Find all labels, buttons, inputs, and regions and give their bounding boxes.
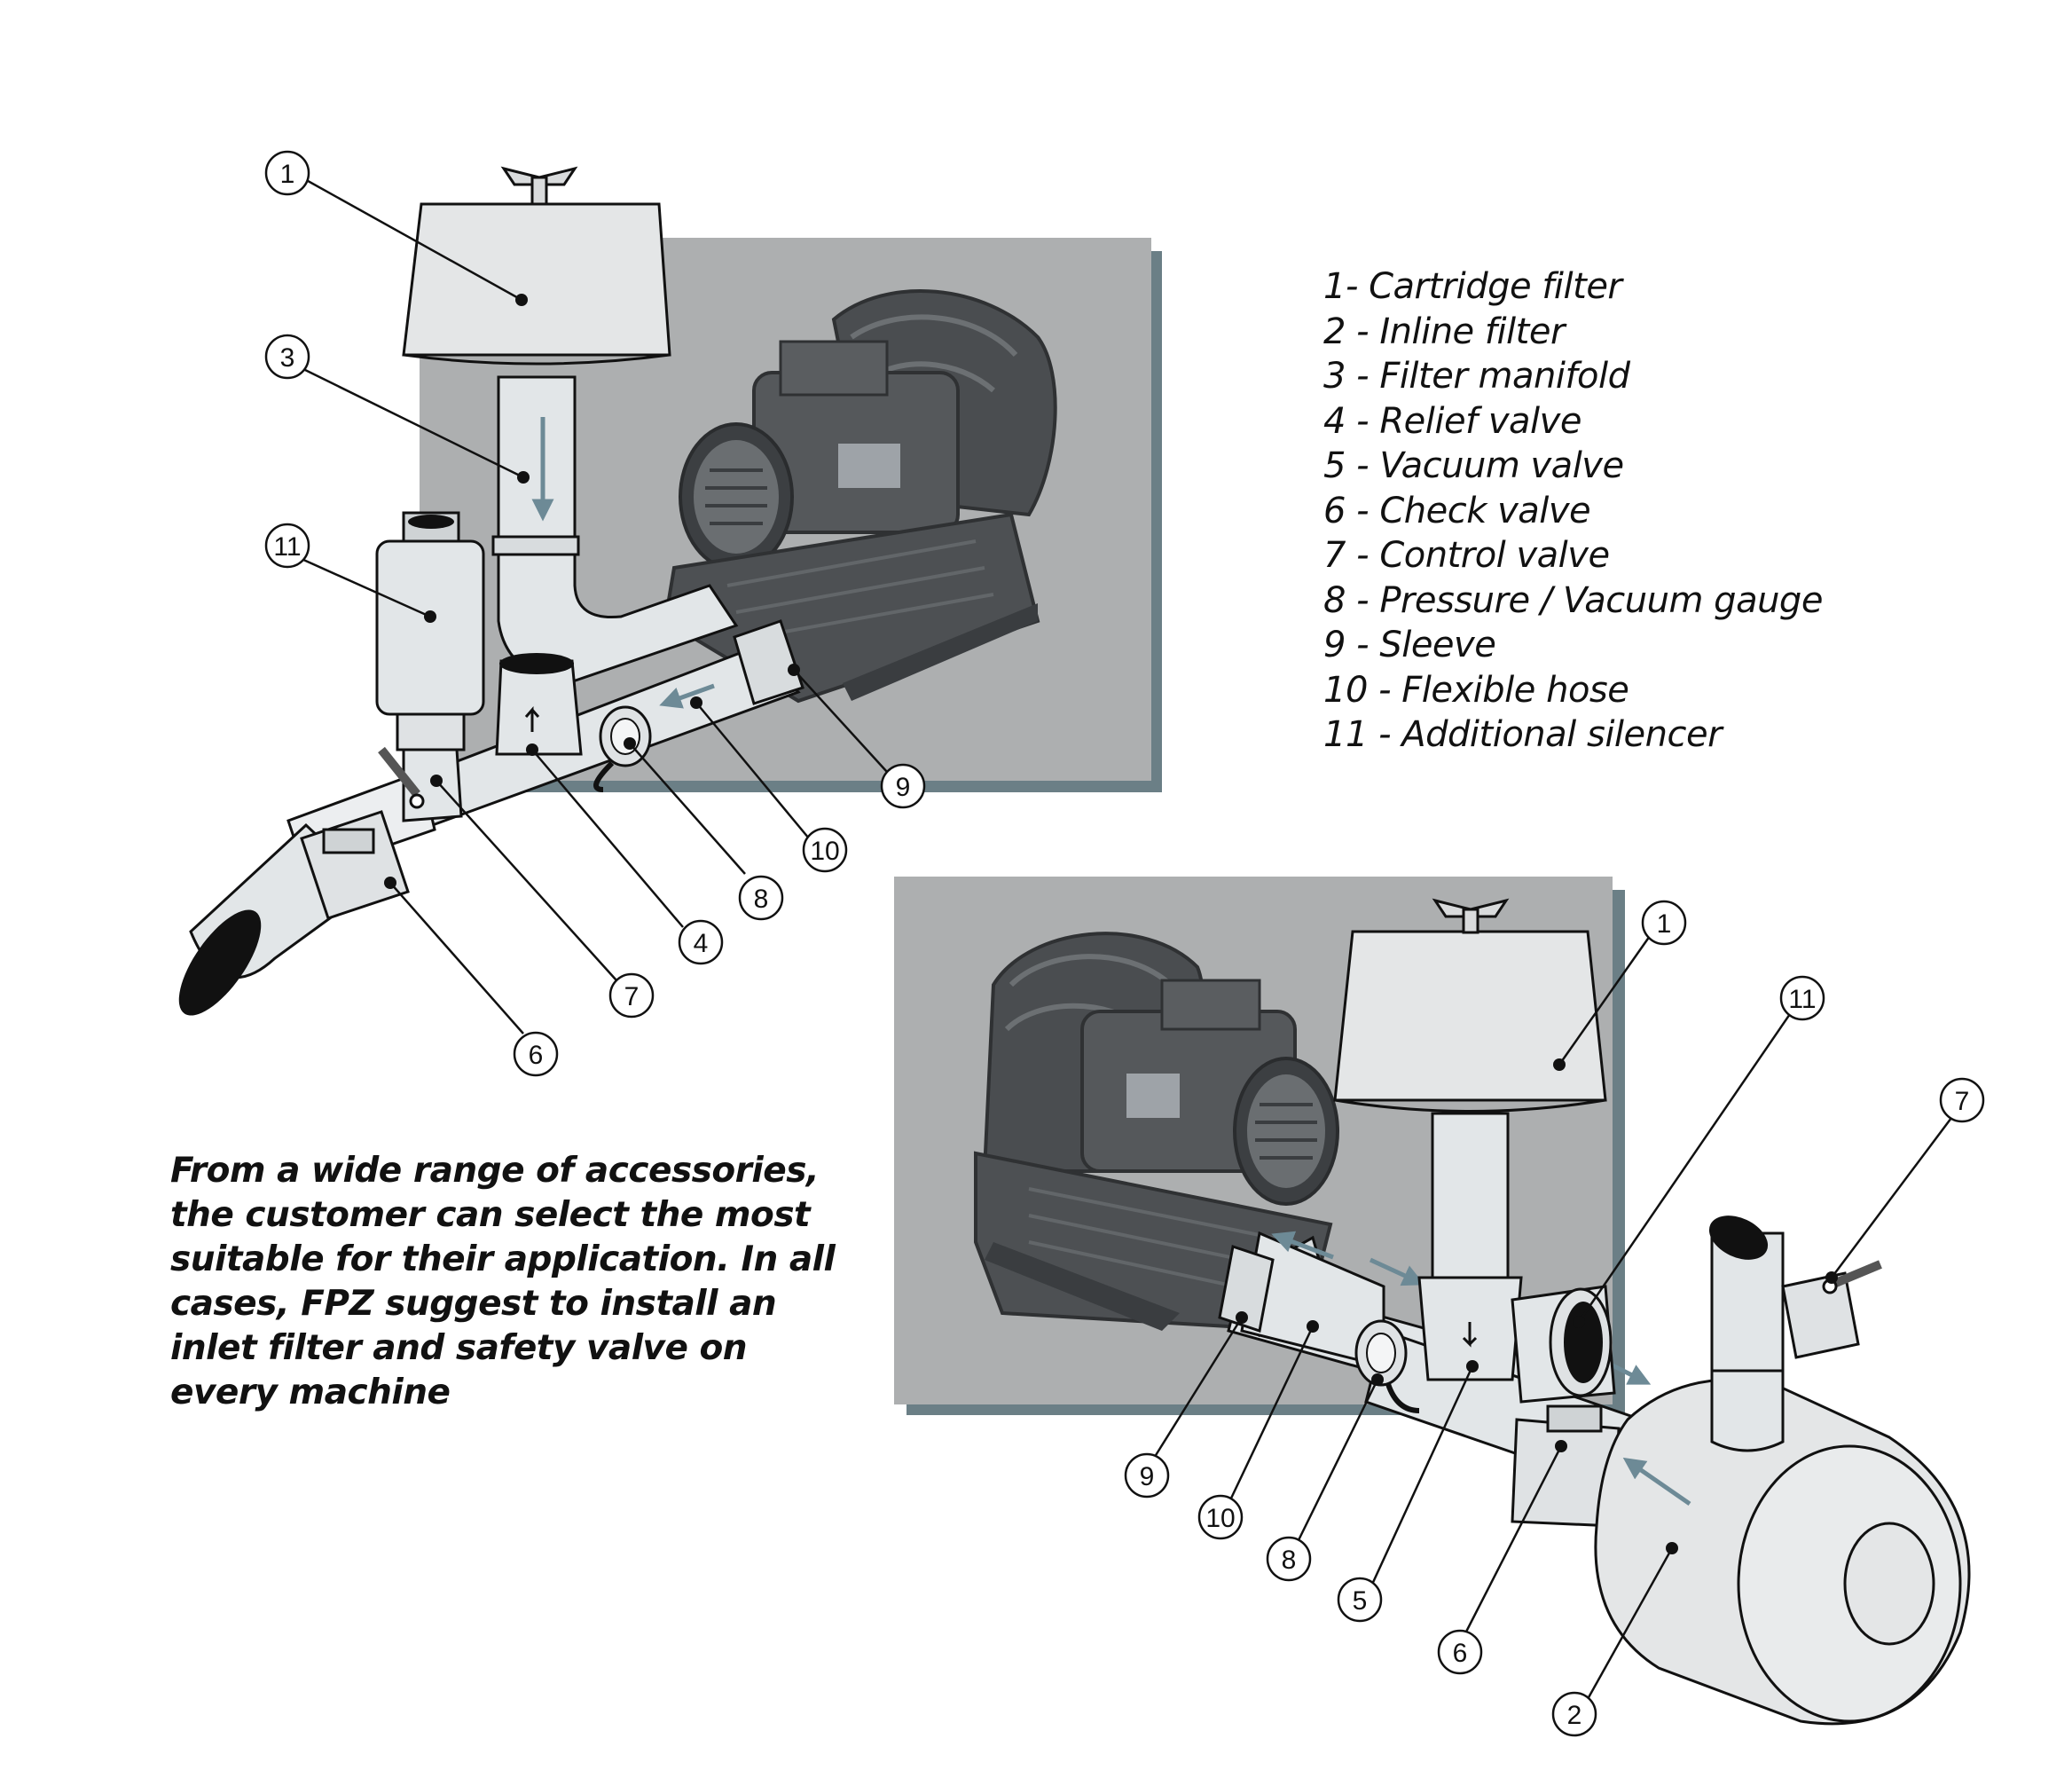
- svg-text:9: 9: [1140, 1462, 1155, 1491]
- svg-text:11: 11: [273, 532, 301, 562]
- bottom-callout-8: 8: [1266, 1536, 1312, 1582]
- top-cartridge-filter: [402, 166, 671, 366]
- bottom-callout-1: 1: [1641, 900, 1687, 946]
- bottom-callout-10: 10: [1197, 1494, 1244, 1540]
- svg-text:10: 10: [1205, 1504, 1235, 1533]
- top-callout-11: 11: [264, 523, 310, 569]
- top-silencer: [375, 511, 485, 716]
- bottom-cartridge-filter: [1333, 898, 1607, 1284]
- top-callout-9: 9: [880, 763, 926, 809]
- svg-text:10: 10: [810, 837, 839, 866]
- bottom-check-valve: [1511, 1404, 1621, 1528]
- bottom-gauge: [1354, 1319, 1420, 1413]
- top-main-pipe: [178, 646, 801, 1016]
- top-callout-1: 1: [264, 150, 310, 196]
- top-assembly: 1 3 11 9 10 8: [178, 150, 1162, 1077]
- top-filter-manifold: [491, 375, 739, 685]
- top-callout-7: 7: [608, 972, 655, 1019]
- legend-item: 8 - Pressure / Vacuum gauge: [1323, 579, 1823, 621]
- top-callout-6: 6: [513, 1031, 559, 1077]
- svg-text:6: 6: [529, 1041, 544, 1070]
- top-sleeve: [733, 619, 804, 705]
- svg-text:2: 2: [1567, 1701, 1582, 1730]
- svg-text:7: 7: [624, 982, 640, 1011]
- svg-text:6: 6: [1453, 1639, 1468, 1668]
- svg-text:11: 11: [1788, 985, 1816, 1014]
- top-callout-8: 8: [738, 875, 784, 921]
- top-callout-3: 3: [264, 334, 310, 380]
- legend-item: 2 - Inline filter: [1323, 311, 1565, 352]
- bottom-callout-11: 11: [1779, 975, 1825, 1021]
- top-leader-dots: [384, 294, 800, 889]
- top-callout-4: 4: [678, 919, 724, 965]
- legend-item: 3 - Filter manifold: [1323, 356, 1630, 397]
- svg-text:1: 1: [280, 160, 295, 189]
- svg-text:8: 8: [754, 885, 769, 914]
- bottom-callout-5: 5: [1337, 1577, 1383, 1623]
- top-leader-lines: [301, 176, 888, 1034]
- svg-text:7: 7: [1955, 1087, 1970, 1116]
- legend-item: 4 - Relief valve: [1323, 400, 1581, 442]
- caption-text: From a wide range of accessories, the cu…: [170, 1151, 836, 1412]
- bottom-silencer: [1511, 1285, 1616, 1404]
- bottom-callout-2: 2: [1551, 1691, 1597, 1737]
- svg-text:3: 3: [280, 343, 295, 373]
- top-callout-10: 10: [802, 827, 848, 873]
- legend-item: 1- Cartridge filter: [1323, 266, 1622, 307]
- legend-item: 7 - Control valve: [1323, 535, 1610, 576]
- bottom-callout-6: 6: [1437, 1629, 1483, 1675]
- bottom-callout-7: 7: [1939, 1077, 1985, 1123]
- legend-item: 5 - Vacuum valve: [1323, 445, 1624, 486]
- svg-text:5: 5: [1353, 1586, 1368, 1616]
- svg-text:4: 4: [694, 929, 709, 958]
- legend-item: 11 - Additional silencer: [1323, 714, 1723, 755]
- svg-text:1: 1: [1657, 909, 1672, 939]
- bottom-control-valve: [1781, 1260, 1882, 1359]
- parts-legend: 1- Cartridge filter 2 - Inline filter 3 …: [1323, 264, 1823, 758]
- legend-item: 6 - Check valve: [1323, 490, 1591, 531]
- bottom-leader-lines: [1151, 935, 1952, 1700]
- top-callouts: 1 3 11 9 10 8: [264, 150, 926, 1077]
- bottom-sleeve: [1218, 1245, 1275, 1333]
- bottom-callouts: 1 11 7 9 10 8: [1124, 900, 1985, 1737]
- svg-text:9: 9: [896, 773, 911, 802]
- bottom-inline-filter: [1594, 1215, 1971, 1726]
- bottom-assembly: 1 11 7 9 10 8: [894, 877, 1985, 1737]
- bottom-callout-9: 9: [1124, 1452, 1170, 1499]
- legend-item: 10 - Flexible hose: [1323, 669, 1629, 711]
- top-blower: [663, 289, 1057, 704]
- svg-text:8: 8: [1282, 1546, 1297, 1575]
- bottom-leader-dots: [1236, 1058, 1838, 1554]
- bottom-vacuum-valve: [1417, 1276, 1523, 1381]
- legend-item: 9 - Sleeve: [1323, 625, 1496, 665]
- top-relief-valve: [495, 653, 583, 756]
